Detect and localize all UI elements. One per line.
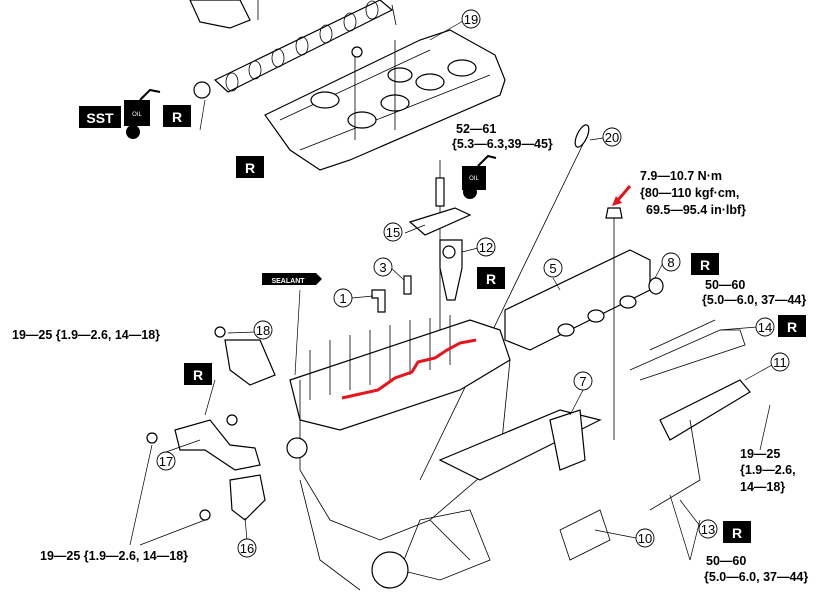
part-1 xyxy=(371,289,386,313)
svg-text:14—18}: 14—18} xyxy=(740,480,785,494)
callout-numbers xyxy=(156,9,790,558)
sealant-tube: SEALANT xyxy=(262,273,322,285)
oil-icon-injector: OIL xyxy=(462,154,497,199)
svg-text:5: 5 xyxy=(549,261,556,276)
svg-text:8: 8 xyxy=(667,255,674,270)
svg-text:SEALANT: SEALANT xyxy=(271,278,305,285)
common-rail xyxy=(371,319,751,589)
svg-text:10: 10 xyxy=(638,531,652,546)
svg-text:50—60: 50—60 xyxy=(705,278,745,292)
svg-text:7.9—10.7 N·m: 7.9—10.7 N·m xyxy=(640,169,722,183)
svg-text:R: R xyxy=(700,257,710,273)
gasket-lower xyxy=(438,409,602,481)
svg-text:{1.9—2.6,: {1.9—2.6, xyxy=(740,463,796,477)
svg-text:13: 13 xyxy=(701,522,715,537)
svg-text:SST: SST xyxy=(86,110,114,126)
svg-text:R: R xyxy=(172,109,182,125)
part-3 xyxy=(403,275,412,295)
svg-text:19—25 {1.9—2.6, 14—18}: 19—25 {1.9—2.6, 14—18} xyxy=(12,328,160,342)
svg-text:3: 3 xyxy=(379,260,386,275)
oil-icon: OIL xyxy=(124,88,161,139)
torque-pipe-upper: 50—60 {5.0—6.0, 37—44} xyxy=(702,278,806,307)
highlight-sealing-line xyxy=(341,338,477,400)
sst-badge: SST xyxy=(79,106,121,128)
svg-text:R: R xyxy=(787,319,797,335)
svg-text:R: R xyxy=(732,525,742,541)
svg-text:R: R xyxy=(245,160,255,176)
brackets xyxy=(146,326,276,521)
svg-text:19: 19 xyxy=(464,12,478,27)
svg-text:15: 15 xyxy=(386,225,400,240)
svg-text:7: 7 xyxy=(579,374,586,389)
svg-text:1: 1 xyxy=(339,291,346,306)
svg-text:20: 20 xyxy=(605,130,619,145)
svg-text:R: R xyxy=(486,271,496,287)
svg-text:OIL: OIL xyxy=(132,112,142,118)
replace-badges: R R R R R R R xyxy=(163,105,806,543)
svg-text:19—25 {1.9—2.6, 14—18}: 19—25 {1.9—2.6, 14—18} xyxy=(40,549,188,563)
svg-text:{5.3—6.3,39—45}: {5.3—6.3,39—45} xyxy=(452,137,553,151)
svg-text:14: 14 xyxy=(758,320,772,335)
svg-text:52—61: 52—61 xyxy=(456,122,496,136)
torque-rail-bolt: 7.9—10.7 N·m {80—110 kgf·cm, 69.5—95.4 i… xyxy=(640,169,746,217)
intake-manifold xyxy=(504,207,664,440)
svg-text:19—25: 19—25 xyxy=(740,447,780,461)
svg-text:11: 11 xyxy=(773,355,787,370)
svg-text:12: 12 xyxy=(479,240,493,255)
svg-text:50—60: 50—60 xyxy=(706,554,746,568)
svg-text:17: 17 xyxy=(159,454,173,469)
torque-injector-clamp: 52—61 {5.3—6.3,39—45} xyxy=(452,122,553,151)
svg-text:OIL: OIL xyxy=(469,176,479,182)
callout-labels: 1 3 5 7 8 10 11 12 13 14 15 16 17 18 19 … xyxy=(159,12,787,556)
svg-text:{5.0—6.0, 37—44}: {5.0—6.0, 37—44} xyxy=(704,570,808,584)
dipstick xyxy=(419,139,586,481)
torque-pipe-lower: 50—60 {5.0—6.0, 37—44} xyxy=(704,554,808,584)
injector-assembly xyxy=(408,160,472,330)
svg-text:{5.0—6.0, 37—44}: {5.0—6.0, 37—44} xyxy=(702,293,806,307)
svg-text:18: 18 xyxy=(256,323,270,338)
cylinder-head-cover xyxy=(264,29,506,171)
torque-common-rail: 19—25 {1.9—2.6, 14—18} xyxy=(740,447,796,494)
svg-text:R: R xyxy=(193,367,203,383)
red-arrow-indicator xyxy=(612,185,632,206)
torque-bracket-left: 19—25 {1.9—2.6, 14—18} xyxy=(12,328,160,342)
leader-lines xyxy=(129,20,773,561)
torque-bracket-bottom: 19—25 {1.9—2.6, 14—18} xyxy=(40,549,188,563)
svg-text:16: 16 xyxy=(240,541,254,556)
svg-text:69.5—95.4 in·lbf}: 69.5—95.4 in·lbf} xyxy=(646,203,746,217)
svg-text:{80—110 kgf·cm,: {80—110 kgf·cm, xyxy=(640,186,739,200)
camshaft xyxy=(189,0,397,99)
